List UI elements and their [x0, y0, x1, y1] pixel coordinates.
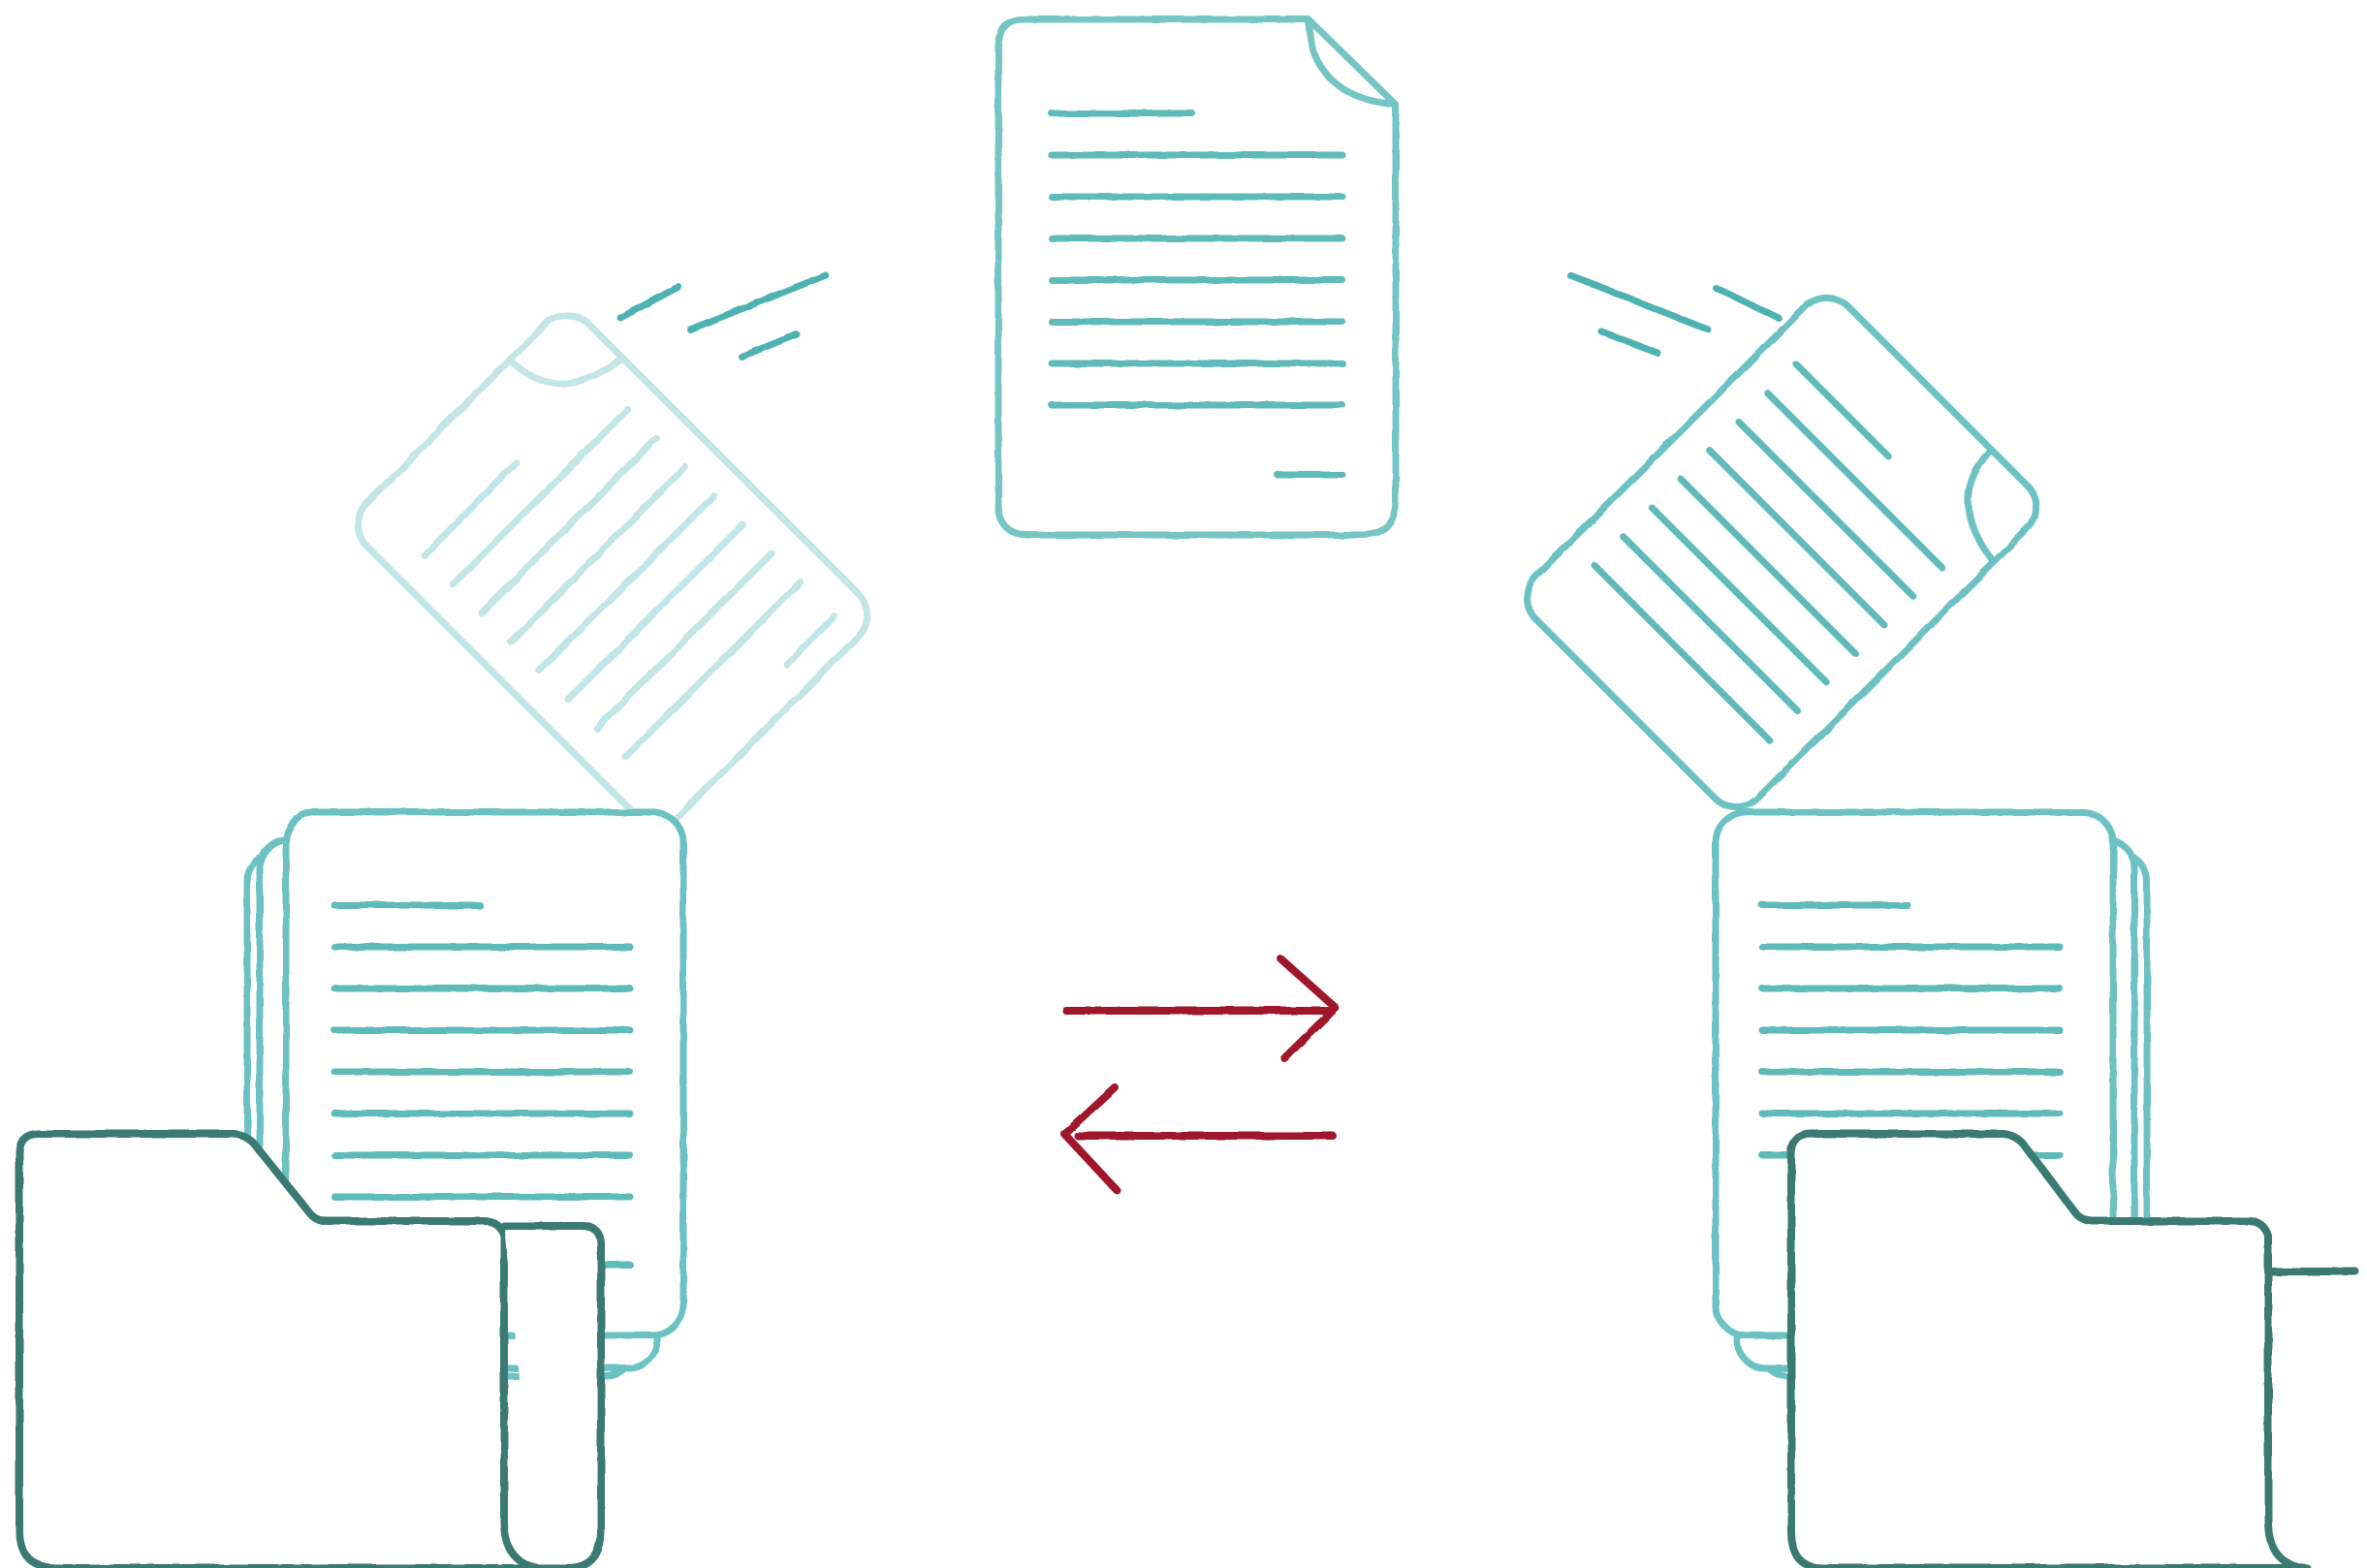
arrow-left-icon — [1064, 1087, 1333, 1190]
flying-document-left-icon — [345, 302, 880, 837]
arrow-right-icon — [1066, 959, 1336, 1058]
motion-streak-left-icon — [620, 275, 826, 357]
top-document-icon — [998, 19, 1396, 535]
flying-document-right-icon — [1514, 285, 2049, 820]
motion-streak-right-icon — [1570, 275, 1779, 353]
bidirectional-arrows-icon — [1064, 959, 1336, 1190]
